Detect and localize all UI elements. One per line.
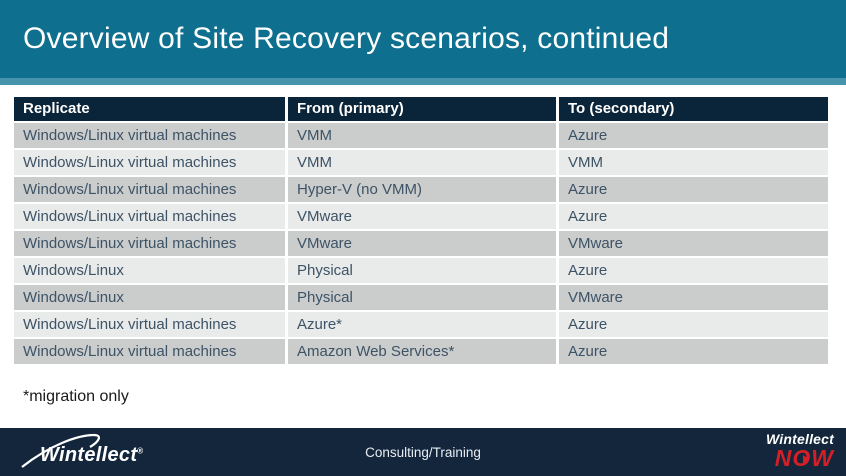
table-cell: VMM — [559, 150, 828, 175]
table-cell: Windows/Linux virtual machines — [14, 123, 285, 148]
table-row: Windows/Linux Physical VMware — [14, 285, 828, 310]
table-cell: Azure — [559, 177, 828, 202]
play-icon — [802, 455, 809, 463]
table-cell: Windows/Linux virtual machines — [14, 177, 285, 202]
table-cell: Azure — [559, 339, 828, 364]
column-header-replicate: Replicate — [14, 97, 285, 121]
table-row: Windows/Linux virtual machines VMM VMM — [14, 150, 828, 175]
table-cell: Amazon Web Services* — [288, 339, 556, 364]
table-header-row: Replicate From (primary) To (secondary) — [14, 97, 828, 121]
title-banner: Overview of Site Recovery scenarios, con… — [0, 0, 846, 78]
logo-swoosh-icon — [21, 433, 100, 468]
table-row: Windows/Linux virtual machines VMware Az… — [14, 204, 828, 229]
wintellect-now-top-text: Wintellect — [766, 431, 834, 447]
table-row: Windows/Linux virtual machines VMM Azure — [14, 123, 828, 148]
table-cell: Physical — [288, 258, 556, 283]
wintellect-logo: Wintellect® — [21, 433, 198, 469]
table-cell: VMware — [559, 285, 828, 310]
table-cell: VMM — [288, 150, 556, 175]
column-header-to: To (secondary) — [559, 97, 828, 121]
table-row: Windows/Linux virtual machines Azure* Az… — [14, 312, 828, 337]
table-cell: Azure* — [288, 312, 556, 337]
table-row: Windows/Linux virtual machines Amazon We… — [14, 339, 828, 364]
table-cell: Windows/Linux virtual machines — [14, 231, 285, 256]
table-cell: Physical — [288, 285, 556, 310]
wintellect-logo-text: Wintellect® — [40, 444, 144, 466]
scenarios-table: Replicate From (primary) To (secondary) … — [14, 97, 828, 366]
table-cell: Azure — [559, 312, 828, 337]
trademark-mark: ® — [137, 446, 144, 456]
column-header-from: From (primary) — [288, 97, 556, 121]
table-cell: Windows/Linux — [14, 258, 285, 283]
table-cell: Windows/Linux virtual machines — [14, 204, 285, 229]
table-cell: Hyper-V (no VMM) — [288, 177, 556, 202]
table-cell: Windows/Linux — [14, 285, 285, 310]
table-cell: Azure — [559, 204, 828, 229]
table-cell: Windows/Linux virtual machines — [14, 339, 285, 364]
wintellect-now-bottom-text: NOW — [774, 445, 834, 471]
slide-title: Overview of Site Recovery scenarios, con… — [23, 22, 670, 55]
table-cell: VMware — [288, 231, 556, 256]
footer-center-text: Consulting/Training — [365, 444, 481, 460]
table-cell: VMM — [288, 123, 556, 148]
table-cell: Azure — [559, 258, 828, 283]
table-cell: VMware — [288, 204, 556, 229]
wintellect-now-logo: Wintellect NOW — [766, 432, 834, 470]
table-row: Windows/Linux Physical Azure — [14, 258, 828, 283]
table-cell: Azure — [559, 123, 828, 148]
table-cell: Windows/Linux virtual machines — [14, 312, 285, 337]
table-cell: VMware — [559, 231, 828, 256]
table-row: Windows/Linux virtual machines VMware VM… — [14, 231, 828, 256]
migration-footnote: *migration only — [23, 388, 129, 405]
footer-bar: Wintellect® Consulting/Training Wintelle… — [0, 428, 846, 476]
table-row: Windows/Linux virtual machines Hyper-V (… — [14, 177, 828, 202]
table-cell: Windows/Linux virtual machines — [14, 150, 285, 175]
banner-accent-strip — [0, 78, 846, 85]
